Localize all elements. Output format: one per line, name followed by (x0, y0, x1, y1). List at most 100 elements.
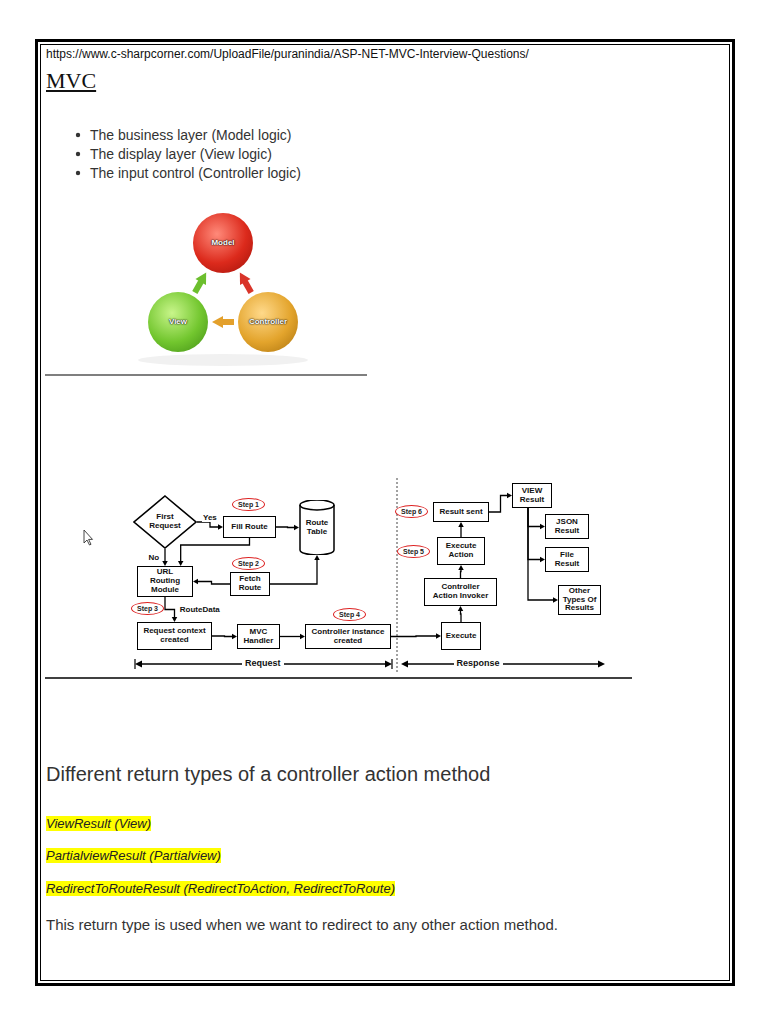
bullet-dot (76, 133, 80, 137)
connector-line (528, 508, 542, 527)
node-label: Request context created (141, 627, 208, 645)
process-box: Request context created (137, 622, 212, 650)
mouse-cursor (84, 530, 93, 545)
node-label: First Request (149, 513, 181, 531)
response-band-line (407, 663, 599, 664)
node-label: Controller instance created (309, 628, 387, 646)
node-label: View (156, 318, 199, 327)
connector (240, 273, 251, 293)
process-box: Fill Route (223, 516, 276, 538)
band-arrowhead (385, 661, 392, 668)
node-label: File Result (549, 551, 585, 569)
band-tick (134, 659, 135, 669)
process-box: MVC Handler (237, 624, 280, 649)
band-arrowhead (135, 661, 142, 668)
connector-line (460, 526, 461, 538)
connector (195, 273, 206, 293)
rule-line (45, 677, 632, 679)
process-box: URL Routing Module (137, 566, 193, 597)
mvc-circle: Controller (238, 292, 298, 352)
connector (528, 508, 545, 562)
node-label: MVC Handler (241, 628, 276, 646)
node-label: VIEW Result (516, 487, 548, 505)
mvc-circle: View (148, 292, 208, 352)
body-text: This return type is used when we want to… (46, 916, 558, 934)
band-tick (391, 659, 392, 669)
node-label: Execute Action (441, 542, 481, 560)
decision-diamond: First Request (133, 495, 197, 549)
callout-number: Step 5 (397, 545, 430, 558)
connector (212, 634, 237, 640)
arrowhead (294, 525, 299, 531)
mvc-circle: Model (193, 213, 253, 273)
callout-number: Step 1 (232, 498, 265, 511)
process-box: Execute Action (437, 537, 485, 565)
bullet-dot (76, 152, 80, 156)
connector-line (489, 496, 509, 513)
callout-number: Step 4 (333, 608, 366, 621)
node-label: Execute (445, 632, 477, 641)
connector (489, 493, 512, 512)
phase-label: Response (454, 658, 503, 669)
connector-line (164, 549, 165, 563)
arrowhead (458, 565, 464, 570)
node-label: Model (201, 239, 244, 248)
process-box: Fetch Route (230, 572, 270, 596)
arrowhead (314, 555, 320, 560)
connector-line (212, 635, 234, 637)
edge-label: No (148, 553, 161, 562)
connector (391, 633, 441, 639)
shape-path (300, 505, 334, 510)
connector (162, 549, 168, 566)
shape-path (134, 496, 196, 548)
node-label: JSON Result (549, 518, 585, 536)
connector (458, 565, 464, 578)
callout-number: Step 3 (131, 602, 164, 615)
connector-line (276, 526, 296, 528)
callout-number: Step 2 (232, 557, 265, 570)
node-label: URL Routing Module (141, 568, 189, 594)
process-box: Controller instance created (305, 624, 391, 649)
phase-label: Request (242, 658, 284, 669)
node-label: Fetch Route (234, 575, 266, 593)
band-arrowhead (598, 661, 605, 668)
bullet-text: The display layer (View logic) (90, 146, 272, 162)
connector-line (197, 522, 220, 527)
connector-line (197, 582, 231, 585)
connector (193, 579, 230, 585)
arrowhead (240, 273, 251, 286)
process-box: File Result (545, 547, 589, 572)
return-type: PartialviewResult (Partialview) (46, 848, 221, 863)
rule-line (45, 374, 367, 375)
connector (528, 508, 545, 529)
process-box: Controller Action Invoker (424, 578, 497, 606)
node-label: Result sent (437, 508, 485, 517)
connector (280, 634, 305, 640)
page-frame-inner (40, 44, 730, 981)
connector (197, 522, 223, 530)
connector-line (391, 635, 438, 637)
bullet-dot (76, 171, 80, 175)
database-cylinder: Route Table (299, 500, 335, 555)
connector-line (280, 636, 302, 637)
arrowhead (193, 579, 198, 585)
process-box: Result sent (433, 502, 489, 522)
connector-line (460, 610, 462, 623)
return-type: ViewResult (View) (46, 816, 151, 831)
process-box: Other Types Of Results (558, 585, 601, 615)
arrowhead (212, 316, 223, 328)
connector-line (165, 597, 175, 619)
section-heading: Different return types of a controller a… (46, 762, 490, 786)
arrowhead (195, 273, 206, 286)
node-label: Fill Route (227, 523, 272, 532)
connector (458, 522, 464, 537)
source-url: https://www.c-sharpcorner.com/UploadFile… (46, 47, 529, 61)
band-arrowhead (401, 661, 408, 668)
connector-line (270, 559, 317, 585)
bullet-text: The input control (Controller logic) (90, 165, 301, 181)
connector (276, 525, 299, 531)
page-heading: MVC (46, 68, 96, 94)
edge-label: Yes (202, 513, 218, 522)
connector (212, 316, 234, 328)
